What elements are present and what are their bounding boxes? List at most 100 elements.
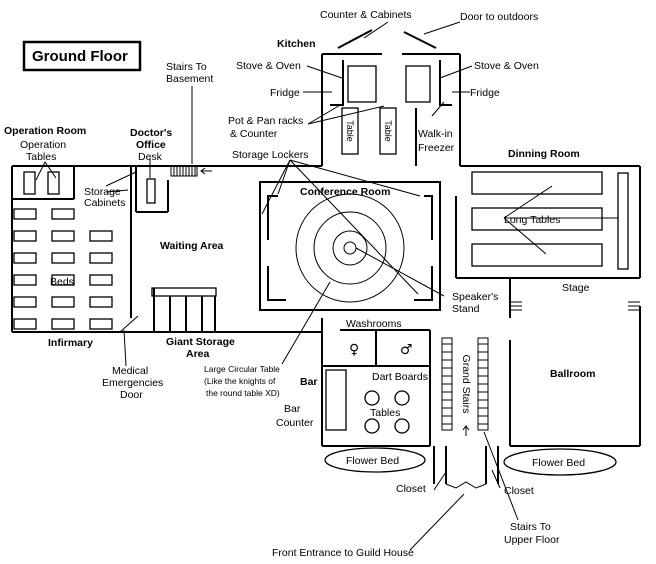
label-stairs-upper-2: Upper Floor [504, 534, 560, 546]
label-giant-storage-1: Giant Storage [166, 336, 235, 348]
operation-table-1 [23, 171, 36, 195]
leader-lines [35, 21, 618, 551]
label-stairs-upper-1: Stairs To [510, 521, 551, 533]
long-table-1 [471, 171, 603, 195]
conference-storage-lockers [267, 195, 433, 301]
label-waiting-area: Waiting Area [160, 240, 224, 252]
doctors-office-walls [135, 166, 169, 213]
stove-oven-left [347, 65, 377, 103]
stove-oven-right [405, 65, 431, 103]
label-desk: Desk [138, 151, 163, 163]
label-flower-bed-left: Flower Bed [346, 455, 399, 467]
label-pot-pan-2: & Counter [230, 128, 278, 140]
label-ballroom: Ballroom [550, 368, 596, 380]
grand-stairs-left [441, 337, 453, 431]
label-fridge-left: Fridge [270, 87, 300, 99]
label-large-table-3: the round table XD) [206, 388, 280, 398]
entrance-walls [433, 446, 499, 489]
label-stove-oven-left: Stove & Oven [236, 60, 301, 72]
label-giant-storage-2: Area [186, 348, 210, 360]
flower-bed-left [324, 447, 426, 473]
label-speakers-stand-2: Stand [452, 303, 480, 315]
page-title: Ground Floor [32, 48, 128, 65]
label-stage: Stage [562, 282, 590, 294]
kitchen-counter-cabinets [337, 29, 437, 49]
label-stairs-basement-2: Basement [166, 73, 213, 85]
label-stairs-basement-1: Stairs To [166, 61, 207, 73]
label-medical-door-3: Door [120, 389, 143, 401]
label-front-entrance: Front Entrance to Guild House [272, 547, 414, 559]
label-pot-pan-1: Pot & Pan racks [228, 115, 303, 127]
basement-arrow-head [200, 167, 206, 175]
kitchen-table-1 [341, 107, 359, 155]
kitchen-table-label-2: Table [383, 120, 393, 142]
flower-bed-right [503, 448, 617, 476]
kitchen-table-label-1: Table [345, 120, 355, 142]
label-dart-boards: Dart Boards [372, 371, 428, 383]
bar-walls [321, 318, 431, 447]
long-table-2 [471, 207, 603, 231]
label-large-table-2: (Like the knights of [204, 376, 276, 386]
title-box [22, 40, 142, 72]
label-operation-room: Operation Room [4, 125, 86, 137]
label-stove-oven-right: Stove & Oven [474, 60, 539, 72]
bar-table-3 [364, 418, 380, 434]
label-infirmary: Infirmary [48, 337, 93, 349]
kitchen-table-2 [379, 107, 397, 155]
bar-table-1 [364, 390, 380, 406]
label-doctors-office-2: Office [136, 139, 166, 151]
label-flower-bed-right: Flower Bed [532, 457, 585, 469]
label-medical-door-1: Medical [112, 365, 148, 377]
medical-door [119, 315, 139, 333]
label-washrooms: Washrooms [346, 318, 402, 330]
label-dinning-room: Dinning Room [508, 148, 580, 160]
label-kitchen: Kitchen [277, 38, 316, 50]
operation-room-walls [12, 166, 75, 200]
label-medical-door-2: Emergencies [102, 377, 163, 389]
male-washroom-icon: ♂ [400, 342, 413, 358]
large-circular-table [295, 193, 405, 303]
grand-stairs-right [477, 337, 489, 431]
building-outline [11, 165, 641, 447]
speakers-stand-ring [332, 230, 368, 266]
label-doctors-office-1: Doctor's [130, 127, 172, 139]
doctors-desk [146, 178, 156, 204]
label-walkin-1: Walk-in [418, 128, 453, 140]
label-closet-right: Closet [504, 485, 534, 497]
circular-table-inner [313, 211, 387, 285]
giant-storage-shelves [153, 288, 216, 332]
label-fridge-right: Fridge [470, 87, 500, 99]
label-tables: Tables [370, 407, 400, 419]
stage-steps [510, 301, 640, 311]
label-closet-left: Closet [396, 483, 426, 495]
label-long-tables: Long Tables [504, 214, 560, 226]
label-door-outdoors: Door to outdoors [460, 11, 538, 23]
grand-stairs-arrow-head [462, 425, 470, 431]
label-counter-cabinets: Counter & Cabinets [320, 9, 412, 21]
giant-storage-top [151, 287, 217, 297]
label-operation-tables-2: Tables [26, 151, 56, 163]
speakers-stand [343, 241, 357, 255]
dining-side-table [617, 172, 629, 270]
label-storage-cabinets-1: Storage [84, 186, 121, 198]
long-table-3 [471, 243, 603, 267]
infirmary-beds [13, 208, 113, 330]
label-bar-counter-1: Bar [284, 403, 301, 415]
label-storage-lockers: Storage Lockers [232, 149, 308, 161]
label-walkin-2: Freezer [418, 142, 455, 154]
operation-table-2 [47, 171, 60, 195]
bar-counter [325, 369, 347, 431]
bar-table-4 [394, 418, 410, 434]
label-bar-counter-2: Counter [276, 417, 314, 429]
conference-room-walls [259, 181, 441, 311]
label-storage-cabinets-2: Cabinets [84, 197, 125, 209]
label-speakers-stand-1: Speaker's [452, 291, 498, 303]
basement-stairs [170, 165, 198, 177]
label-grand-stairs: Grand Stairs [460, 355, 472, 414]
walkin-freezer-door [431, 101, 445, 117]
label-conference-room: Conference Room [300, 186, 390, 198]
basement-stairs-treads [173, 166, 196, 176]
label-large-table-1: Large Circular Table [204, 364, 280, 374]
bar-table-2 [394, 390, 410, 406]
